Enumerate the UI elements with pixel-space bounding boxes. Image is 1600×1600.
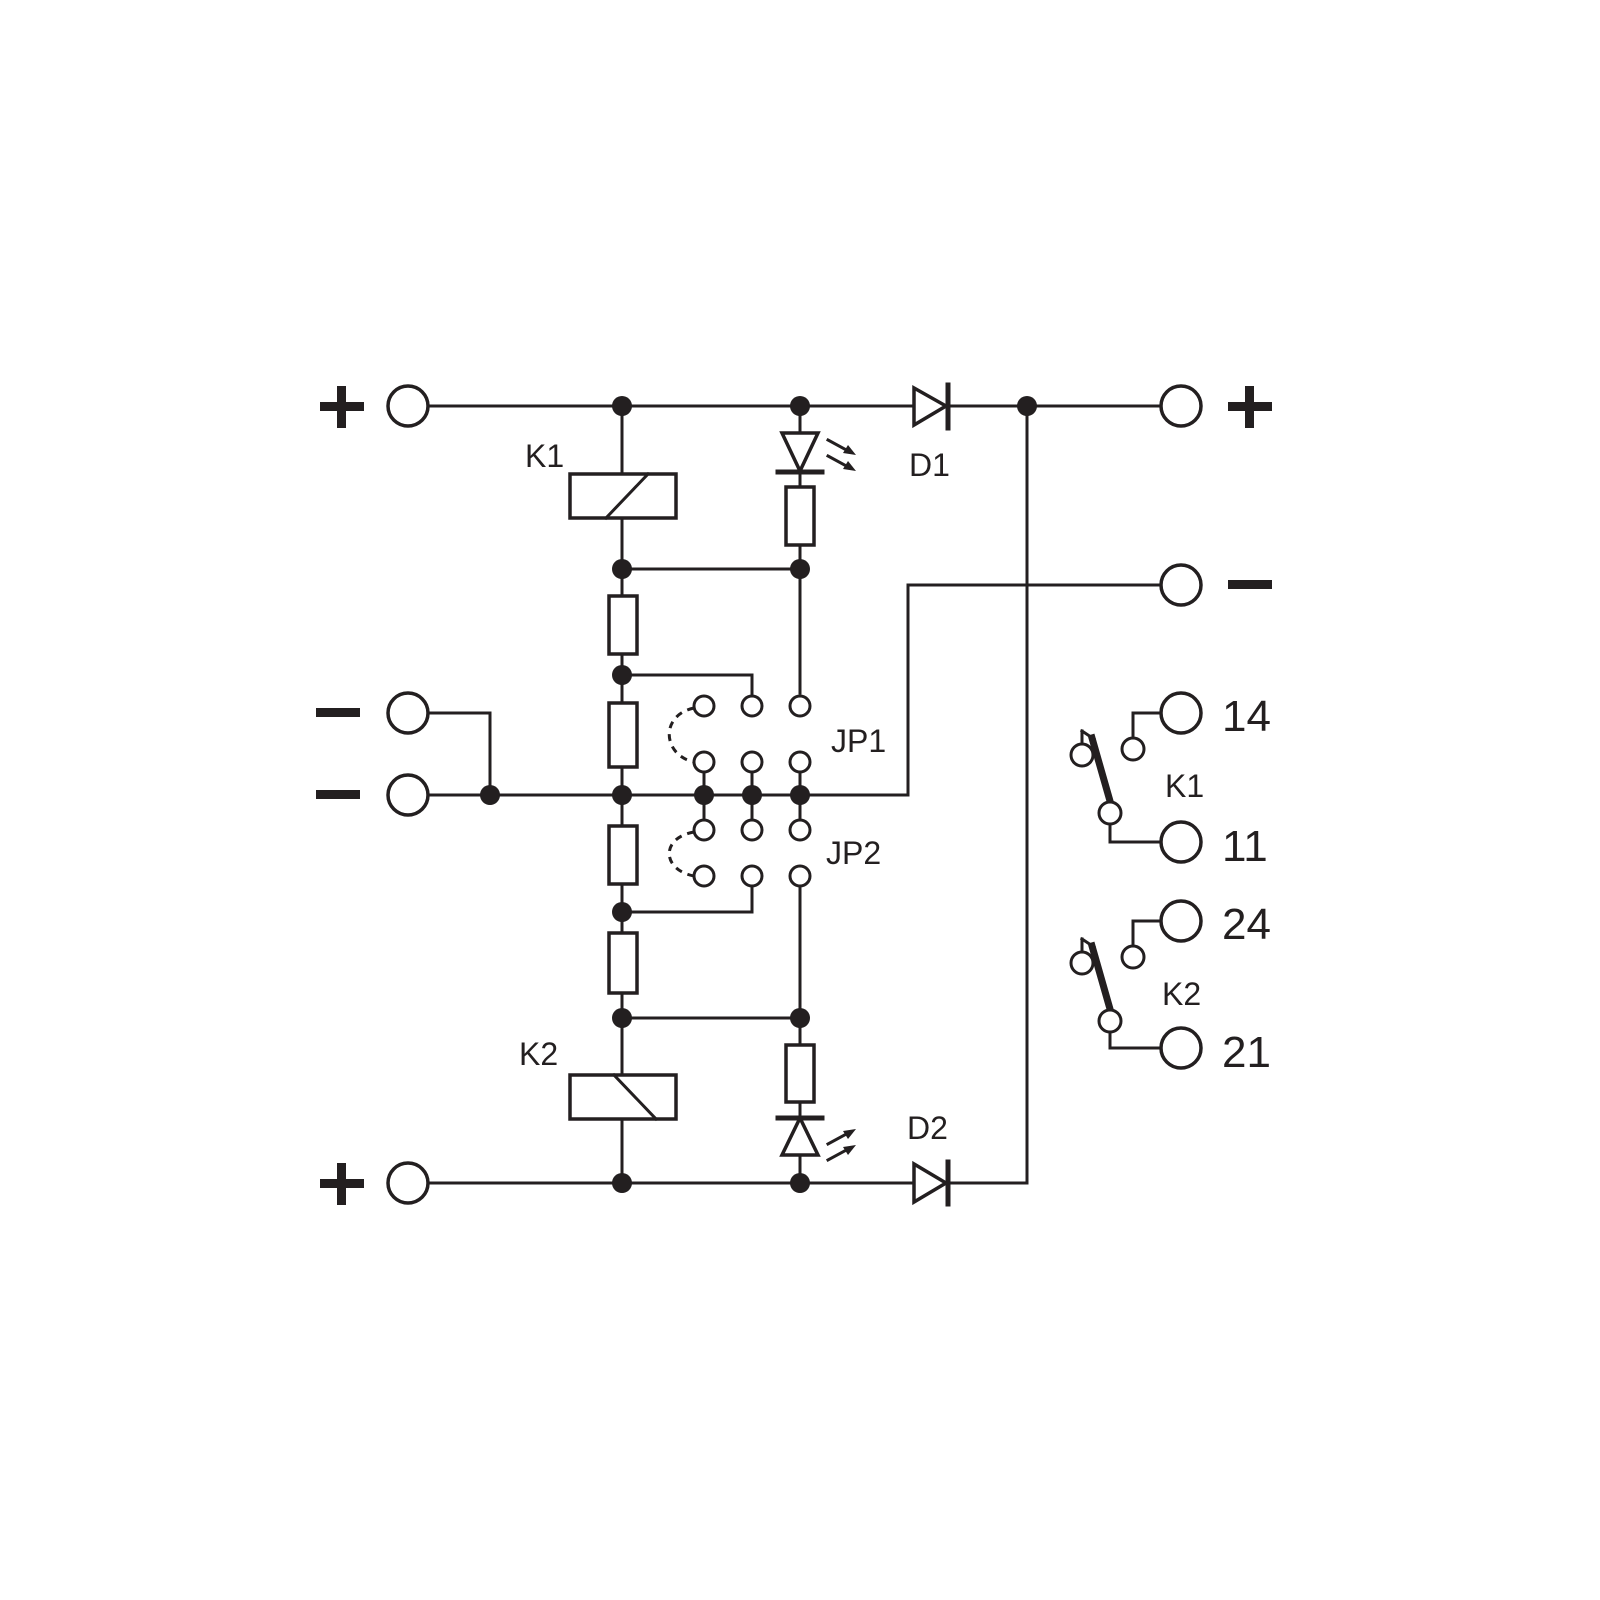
- junction-dot: [790, 785, 810, 805]
- terminal-11: [1159, 820, 1203, 864]
- minus-icon: [1228, 580, 1272, 589]
- junction-dot: [612, 785, 632, 805]
- terminal-21: [1159, 1026, 1203, 1070]
- junction-dot: [480, 785, 500, 805]
- jumper-pins: [667, 694, 812, 888]
- label-jp1: JP1: [831, 723, 886, 759]
- junction-dot: [742, 785, 762, 805]
- resistor: [607, 931, 639, 995]
- plus-icon: [320, 1163, 364, 1205]
- junction-dots: [480, 396, 1037, 1193]
- led-bottom: [775, 1113, 856, 1163]
- terminal-plus-left-bottom: [386, 1161, 430, 1205]
- label-k1: K1: [525, 438, 564, 474]
- jumper-pin: [692, 864, 716, 888]
- resistor: [607, 701, 639, 769]
- label-terminal-14: 14: [1222, 692, 1271, 741]
- junction-dot: [612, 665, 632, 685]
- label-terminal-21: 21: [1222, 1028, 1271, 1077]
- jumper-bridge-jp1: [667, 706, 695, 764]
- relay-coil-k2: [568, 1072, 678, 1122]
- label-terminal-24: 24: [1222, 900, 1271, 949]
- resistor: [784, 485, 816, 547]
- label-terminal-11: 11: [1222, 822, 1268, 871]
- resistor: [784, 1043, 816, 1104]
- label-d2: D2: [907, 1110, 948, 1146]
- jumper-pin: [740, 750, 764, 774]
- label-contact-k1: K1: [1165, 768, 1204, 804]
- jumper-pin: [740, 864, 764, 888]
- junction-dot: [1017, 396, 1037, 416]
- junction-dot: [790, 396, 810, 416]
- resistors: [607, 485, 816, 1104]
- minus-icon: [316, 708, 360, 717]
- junction-dot: [612, 396, 632, 416]
- jumper-pin: [788, 864, 812, 888]
- jumper-pin: [740, 818, 764, 842]
- minus-icon: [316, 790, 360, 799]
- label-k2: K2: [519, 1036, 558, 1072]
- junction-dot: [790, 1008, 810, 1028]
- relay-contact-k1: [1069, 728, 1146, 826]
- terminals: [386, 384, 1203, 1205]
- led-top: [775, 431, 856, 476]
- jumper-pin: [692, 750, 716, 774]
- jumper-bridge-jp2: [667, 830, 695, 878]
- junction-dot: [790, 1173, 810, 1193]
- polarity-marks: [316, 386, 1272, 1205]
- jumper-pin: [692, 694, 716, 718]
- jumper-pin: [740, 694, 764, 718]
- junction-dot: [612, 902, 632, 922]
- terminal-plus-left-top: [386, 384, 430, 428]
- label-jp2: JP2: [826, 835, 881, 871]
- terminal-14: [1159, 691, 1203, 735]
- plus-icon: [1228, 386, 1272, 428]
- junction-dot: [694, 785, 714, 805]
- relay-contact-k2: [1069, 936, 1146, 1034]
- junction-dot: [612, 1173, 632, 1193]
- plus-icon: [320, 386, 364, 428]
- diode-d2: [912, 1159, 951, 1207]
- relay-coil-k1: [568, 471, 678, 521]
- terminal-plus-right: [1159, 384, 1203, 428]
- terminal-24: [1159, 899, 1203, 943]
- terminal-minus-left-2: [386, 773, 430, 817]
- terminal-minus-right: [1159, 563, 1203, 607]
- jumper-pin: [692, 818, 716, 842]
- jumper-pin: [788, 750, 812, 774]
- diode-d1: [912, 382, 951, 431]
- jumper-pin: [788, 818, 812, 842]
- resistor: [607, 824, 639, 886]
- resistor: [607, 594, 639, 656]
- labels: K1 K2 D1 D2 JP1 JP2 K1 K2 14 11 24 21: [519, 438, 1271, 1146]
- junction-dot: [612, 1008, 632, 1028]
- jumper-pin: [788, 694, 812, 718]
- terminal-minus-left-1: [386, 691, 430, 735]
- junction-dot: [612, 559, 632, 579]
- junction-dot: [790, 559, 810, 579]
- label-d1: D1: [909, 447, 950, 483]
- label-contact-k2: K2: [1162, 976, 1201, 1012]
